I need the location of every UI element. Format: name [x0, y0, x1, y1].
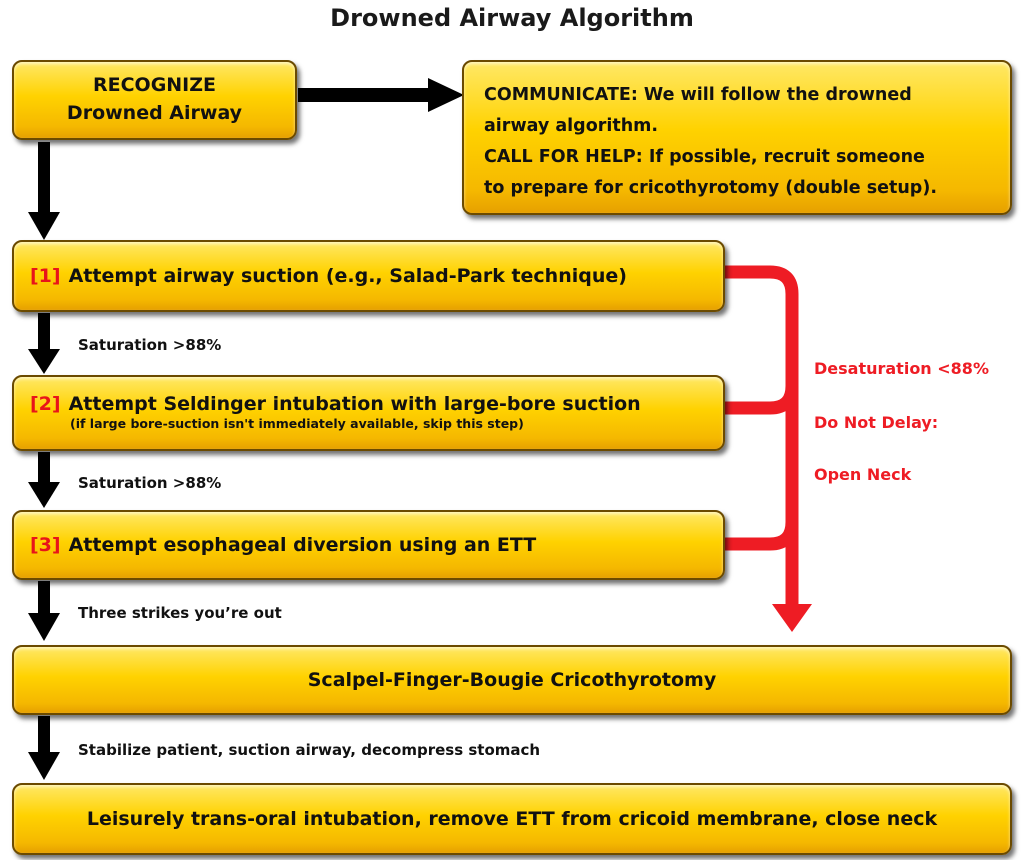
recognize-line1: RECOGNIZE	[92, 74, 217, 96]
desaturation-label: Desaturation <88%	[814, 359, 989, 378]
cricothyrotomy-label: Scalpel-Finger-Bougie Cricothyrotomy	[307, 669, 717, 691]
step-1-box: [1] Attempt airway suction (e.g., Salad-…	[12, 240, 725, 312]
cricothyrotomy-box: Scalpel-Finger-Bougie Cricothyrotomy	[12, 645, 1012, 715]
transition-after-step3: Three strikes you’re out	[78, 604, 282, 622]
step-3-box: [3] Attempt esophageal diversion using a…	[12, 510, 725, 580]
step-2-label: Attempt Seldinger intubation with large-…	[68, 393, 641, 415]
step-1-number: [1]	[30, 265, 61, 287]
final-label: Leisurely trans-oral intubation, remove …	[86, 808, 938, 830]
step-2-sublabel: (if large bore-suction isn't immediately…	[70, 416, 524, 431]
step-2-box: [2] Attempt Seldinger intubation with lar…	[12, 375, 725, 451]
step-3-label: Attempt esophageal diversion using an ET…	[68, 534, 537, 556]
communicate-box: COMMUNICATE: We will follow the drowned …	[462, 60, 1012, 215]
recognize-line2: Drowned Airway	[66, 102, 243, 124]
recognize-box: RECOGNIZE Drowned Airway	[12, 60, 297, 140]
transition-after-crico: Stabilize patient, suction airway, decom…	[78, 741, 541, 759]
do-not-delay-label: Do Not Delay:	[814, 413, 939, 432]
communicate-line2: airway algorithm.	[484, 116, 659, 136]
arrow-step3-to-crico	[28, 581, 60, 641]
communicate-line1: COMMUNICATE: We will follow the drowned	[484, 85, 912, 105]
arrow-step1-to-step2	[28, 313, 60, 374]
step-3-number: [3]	[30, 534, 61, 556]
communicate-line3: CALL FOR HELP: If possible, recruit some…	[484, 147, 925, 167]
step-1-label: Attempt airway suction (e.g., Salad-Park…	[68, 265, 627, 287]
arrow-step2-to-step3	[28, 452, 60, 508]
final-box: Leisurely trans-oral intubation, remove …	[12, 783, 1012, 855]
step-2-number: [2]	[30, 393, 61, 415]
transition-after-step1: Saturation >88%	[78, 336, 222, 354]
red-arrowhead	[772, 604, 812, 632]
arrow-crico-to-final	[28, 716, 60, 780]
diagram-title: Drowned Airway Algorithm	[330, 4, 694, 32]
arrow-recognize-to-step1	[28, 142, 60, 240]
red-desaturation-arrow	[724, 265, 799, 610]
arrow-recognize-to-communicate	[298, 78, 464, 112]
communicate-line4: to prepare for cricothyrotomy (double se…	[484, 178, 937, 198]
transition-after-step2: Saturation >88%	[78, 474, 222, 492]
open-neck-label: Open Neck	[814, 465, 912, 484]
